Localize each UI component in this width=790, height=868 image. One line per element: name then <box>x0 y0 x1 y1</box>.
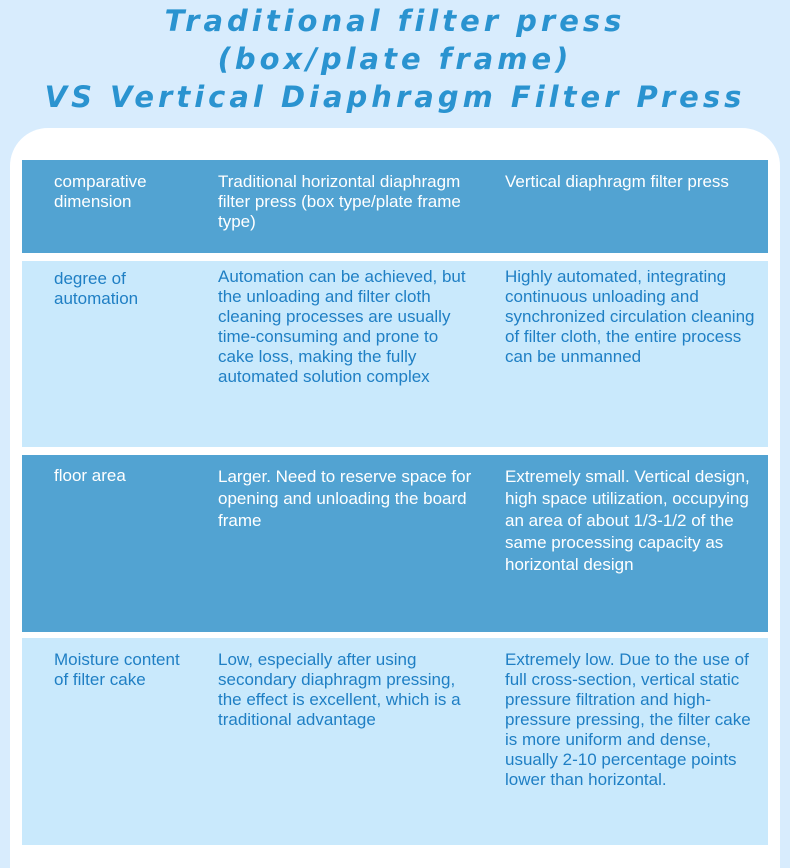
dimension-cell: Moisture content of filter cake <box>54 650 180 689</box>
header-cell: Vertical diaphragm filter press <box>505 172 729 191</box>
traditional-cell: Low, especially after using secondary di… <box>218 650 461 729</box>
vertical-cell: Highly automated, integrating continuous… <box>505 267 755 366</box>
table-row: Moisture content of filter cake Low, esp… <box>22 638 768 845</box>
table-row: floor area Larger. Need to reserve space… <box>22 455 768 632</box>
header-cell: comparative dimension <box>54 172 147 211</box>
title-line-2: (box/plate frame) <box>217 42 573 76</box>
vertical-cell: Extremely small. Vertical design, high s… <box>505 467 750 574</box>
header-cell: Traditional horizontal diaphragm filter … <box>218 172 461 231</box>
traditional-cell: Automation can be achieved, but the unlo… <box>218 267 466 386</box>
dimension-cell: floor area <box>54 466 126 485</box>
table-row: degree of automation Automation can be a… <box>22 261 768 447</box>
table-header-row: comparative dimension Traditional horizo… <box>22 160 768 253</box>
vertical-cell: Extremely low. Due to the use of full cr… <box>505 650 751 789</box>
dimension-cell: degree of automation <box>54 269 139 308</box>
title-line-1: Traditional filter press <box>164 4 626 38</box>
traditional-cell: Larger. Need to reserve space for openin… <box>218 467 472 530</box>
page-title: Traditional filter press (box/plate fram… <box>0 2 790 116</box>
title-line-3: VS Vertical Diaphragm Filter Press <box>44 80 746 114</box>
